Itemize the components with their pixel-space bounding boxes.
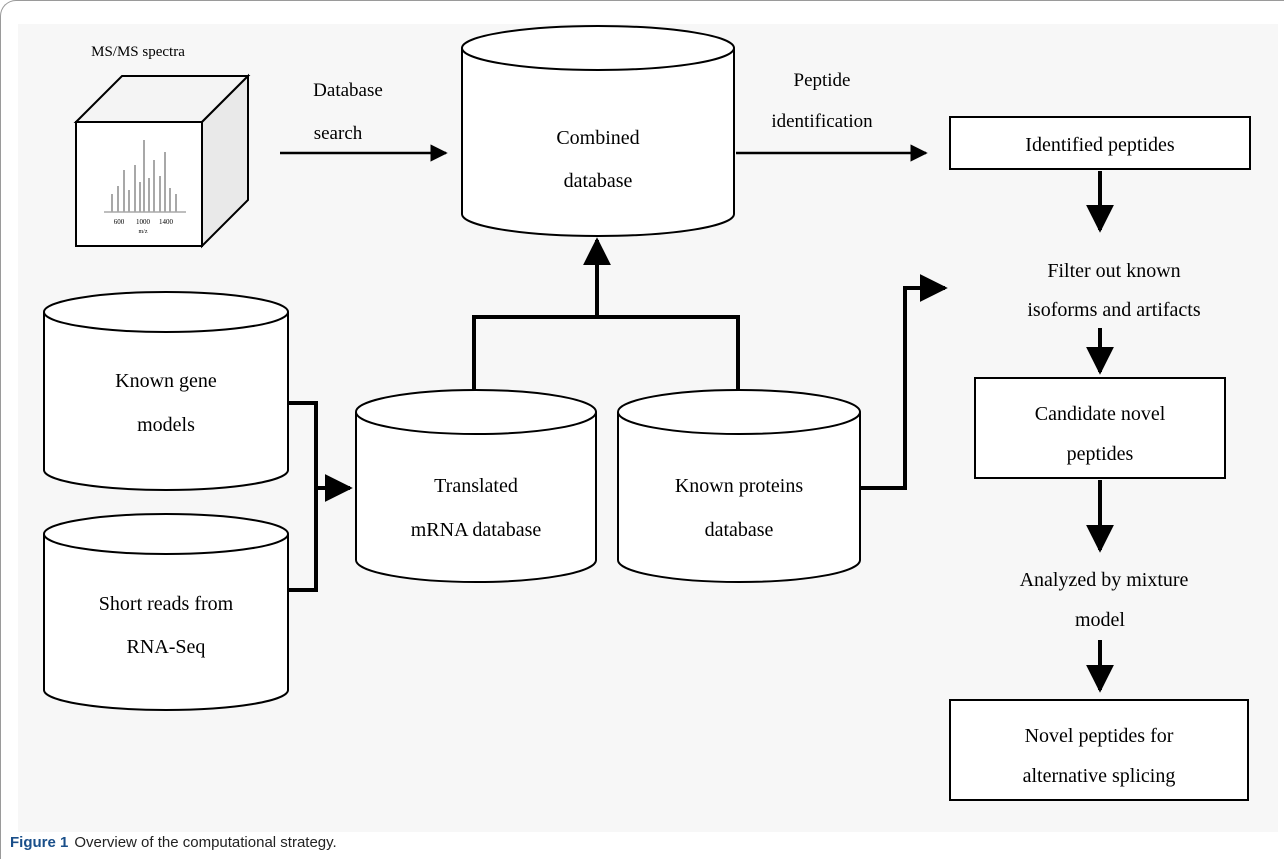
short-reads-cylinder (43, 513, 289, 711)
caption-label: Figure 1 (10, 834, 69, 851)
spectrum-tick: 600 (114, 218, 125, 226)
db-label-line: Combined (556, 127, 639, 149)
step-label-line: Novel peptides for (1025, 725, 1174, 747)
step-label-line: Filter out known (1047, 260, 1180, 282)
identified-peptides-box (949, 116, 1251, 170)
step-label-line: Analyzed by mixture (1020, 569, 1189, 591)
spectrum-peaks (111, 140, 177, 212)
combine-connector (472, 315, 740, 391)
db-label-line: Known gene (115, 370, 217, 392)
caption-text: Overview of the computational strategy. (74, 834, 337, 851)
spectrum-tick: 1000 (136, 218, 151, 226)
combined-database-cylinder (461, 25, 735, 237)
arrow-label-line: search (314, 123, 363, 144)
arrow-label-line: identification (771, 111, 873, 132)
arrow-label-line: Database (313, 80, 383, 101)
spectra-title: MS/MS spectra (91, 44, 185, 60)
db-label-line: database (705, 519, 774, 541)
merge-connector (288, 401, 318, 592)
known-gene-models-cylinder (43, 291, 289, 491)
db-label-line: Short reads from (99, 593, 234, 615)
figure-caption: Figure 1 Overview of the computational st… (10, 834, 337, 851)
spectrum-tick: 1400 (159, 218, 174, 226)
translated-mrna-cylinder (355, 389, 597, 583)
spectrum-axis-label: m/z (139, 229, 148, 235)
db-label-line: mRNA database (411, 519, 542, 541)
arrow-label-line: Peptide (794, 70, 851, 91)
filter-arrow (860, 274, 948, 490)
flowchart: 600 1000 1400 m/z MS/MS spectra Database… (43, 25, 1251, 801)
db-label-line: Known proteins (675, 475, 804, 497)
spectra-cube: 600 1000 1400 m/z (73, 73, 251, 249)
db-label-line: models (137, 414, 195, 436)
step-label-line: Identified peptides (1025, 134, 1175, 156)
db-label-line: database (564, 170, 633, 192)
candidate-novel-box (974, 377, 1226, 479)
db-label-line: RNA-Seq (127, 636, 206, 658)
step-label-line: Candidate novel (1035, 403, 1166, 425)
step-label-line: alternative splicing (1023, 765, 1176, 787)
known-proteins-cylinder (617, 389, 861, 583)
step-label-line: isoforms and artifacts (1027, 299, 1200, 321)
novel-peptides-box (949, 699, 1249, 801)
step-label-line: peptides (1067, 443, 1134, 465)
db-label-line: Translated (434, 475, 518, 497)
step-label-line: model (1075, 609, 1125, 631)
